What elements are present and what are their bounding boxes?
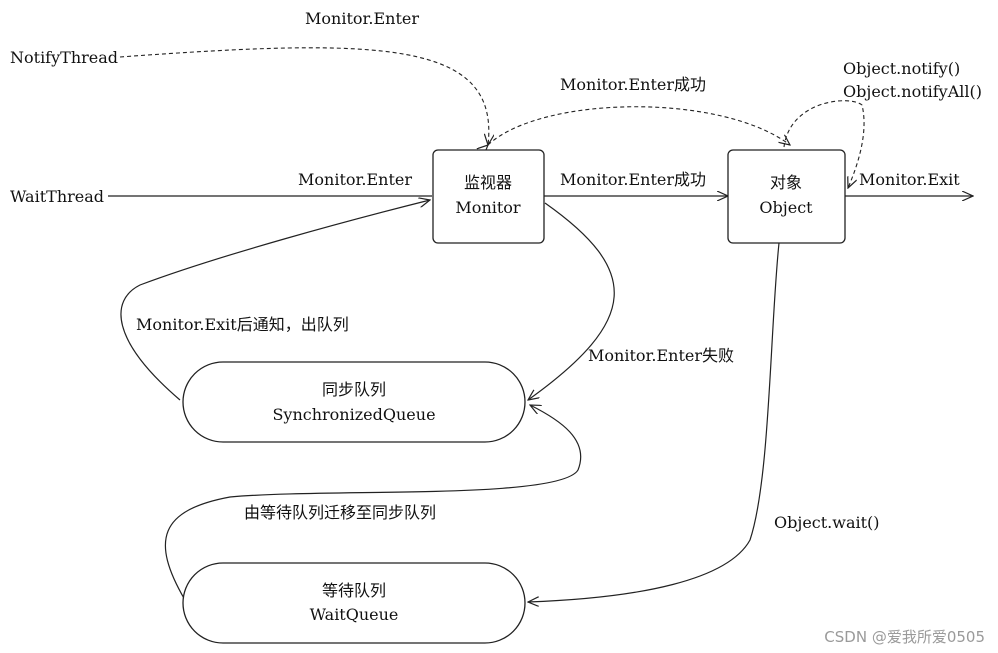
sync-queue-title: 同步队列	[322, 380, 386, 399]
wait-to-sync-label: 由等待队列迁移至同步队列	[244, 503, 436, 522]
enter-success-top-label: Monitor.Enter成功	[560, 75, 706, 94]
monitor-node-title: 监视器	[464, 173, 512, 192]
wait-thread-label: WaitThread	[10, 187, 104, 206]
wait-queue-to-sync-queue-edge	[164, 405, 582, 601]
sync-queue-node: 同步队列 SynchronizedQueue	[182, 361, 526, 443]
sync-queue-to-monitor-edge	[120, 200, 430, 401]
notify-thread-label: NotifyThread	[10, 48, 118, 67]
wait-queue-title: 等待队列	[322, 581, 386, 600]
exit-notify-label: Monitor.Exit后通知，出队列	[136, 315, 349, 334]
monitor-enter-top-label: Monitor.Enter	[305, 9, 419, 28]
wait-queue-node: 等待队列 WaitQueue	[182, 562, 526, 644]
monitor-to-sync-queue-edge	[528, 202, 615, 400]
object-notify-all-label: Object.notifyAll()	[843, 82, 982, 101]
enter-fail-label: Monitor.Enter失败	[588, 346, 734, 365]
monitor-to-object-dashed-edge	[488, 106, 790, 145]
object-to-wait-queue-edge	[528, 242, 780, 602]
monitor-node: 监视器 Monitor	[432, 149, 545, 244]
object-wait-label: Object.wait()	[774, 513, 880, 532]
object-notify-label: Object.notify()	[843, 59, 960, 78]
enter-success-mid-label: Monitor.Enter成功	[560, 170, 706, 189]
object-node-title: 对象	[770, 173, 802, 192]
notify-loop-edge	[783, 100, 865, 188]
object-node-subtitle: Object	[759, 198, 813, 217]
monitor-exit-label: Monitor.Exit	[859, 170, 960, 189]
watermark: CSDN @爱我所爱0505	[824, 628, 985, 646]
monitor-enter-left-label: Monitor.Enter	[298, 170, 412, 189]
monitor-node-subtitle: Monitor	[455, 198, 521, 217]
object-node: 对象 Object	[727, 149, 846, 244]
wait-queue-subtitle: WaitQueue	[310, 605, 399, 624]
notify-thread-to-monitor-edge	[119, 47, 489, 145]
sync-queue-subtitle: SynchronizedQueue	[272, 405, 435, 424]
